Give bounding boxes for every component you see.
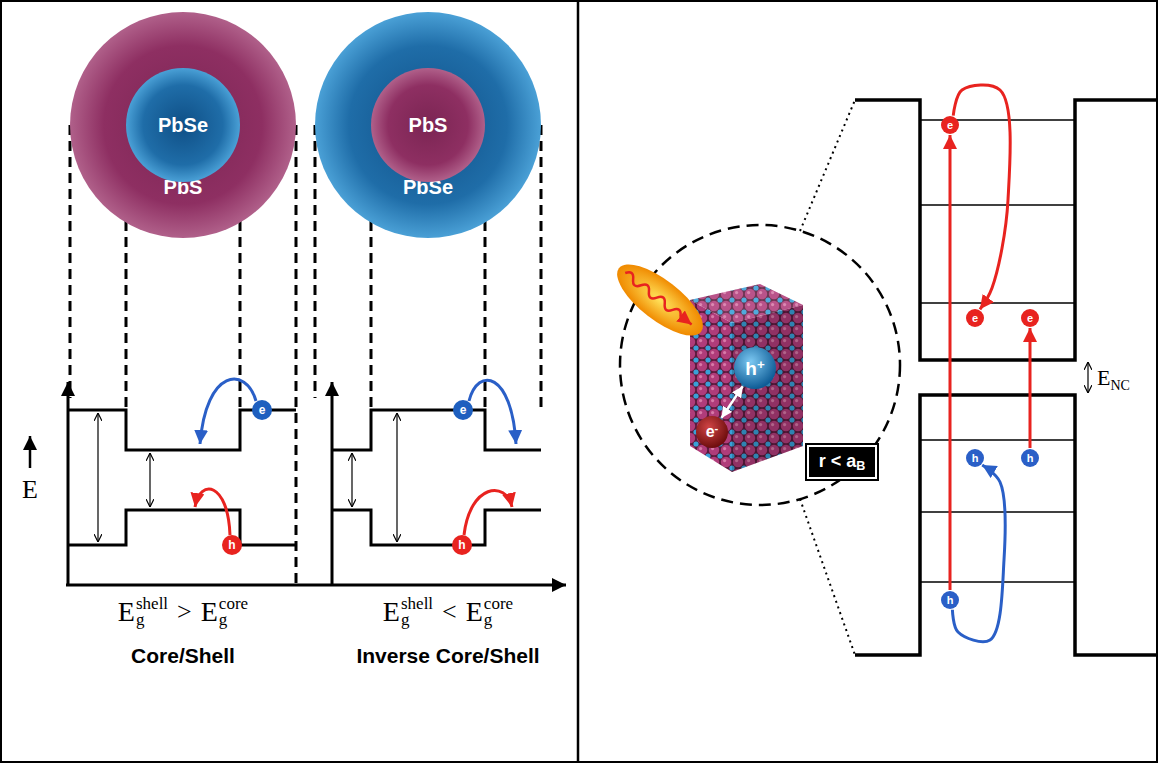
node-label: h xyxy=(222,538,242,552)
node-label: e xyxy=(252,403,272,417)
superscript: shell xyxy=(136,596,168,612)
script-stack: coreg xyxy=(484,596,513,628)
carrier-symbol: h xyxy=(972,452,979,464)
superscript: shell xyxy=(401,596,433,612)
node-label: e- xyxy=(696,422,728,441)
caption-label: Core/Shell xyxy=(131,644,235,667)
operator: > xyxy=(177,597,192,627)
node-label: e xyxy=(453,403,473,417)
text-group: Inverse Core/Shell xyxy=(356,644,539,668)
symbol: E xyxy=(201,596,218,628)
hole-dot: h xyxy=(222,535,242,555)
node-label: e xyxy=(941,119,959,131)
equation: Eshellg>Ecoreg xyxy=(118,596,248,628)
carrier-symbol: e xyxy=(1027,312,1033,324)
node-label: h xyxy=(452,538,472,552)
script-stack: shellg xyxy=(401,596,433,628)
superscript: core xyxy=(219,596,248,612)
carrier-symbol: h xyxy=(228,538,235,552)
node-label: h xyxy=(941,594,959,606)
bohr-radius-box: r < aB xyxy=(807,445,878,480)
subscript: g xyxy=(219,612,228,628)
equation: Eshellg<Ecoreg xyxy=(383,596,513,628)
hole-dot: h xyxy=(452,535,472,555)
carrier-symbol: h xyxy=(1027,452,1034,464)
carrier-symbol: h xyxy=(745,357,757,378)
node-label: e xyxy=(1021,312,1039,324)
electron-ball: e- xyxy=(696,416,728,448)
operator: < xyxy=(442,597,457,627)
electron-dot: e xyxy=(1021,309,1039,327)
carrier-symbol: h xyxy=(458,538,465,552)
charge-sign: + xyxy=(757,357,765,372)
node-label: h xyxy=(966,452,984,464)
symbol: E xyxy=(118,596,135,628)
radius-relation: r < a xyxy=(819,451,857,471)
transition-arrow xyxy=(1029,328,1032,448)
carrier-symbol: e xyxy=(972,312,978,324)
text-group: Core/Shell xyxy=(131,644,235,668)
node-label: r < aB xyxy=(807,445,878,480)
subscript: NC xyxy=(1110,377,1129,392)
electron-dot: e xyxy=(252,400,272,420)
subscript: B xyxy=(856,459,865,473)
shell-sphere: PbSPbSe xyxy=(70,12,296,238)
hole-dot: h xyxy=(1021,449,1039,467)
carrier-symbol: PbSe xyxy=(158,114,208,136)
carrier-symbol: e xyxy=(259,403,266,417)
node-label: PbSe xyxy=(126,114,240,137)
axis-label: E xyxy=(22,475,38,504)
subscript: g xyxy=(484,612,493,628)
transition-arrow xyxy=(949,135,952,590)
electron-dot: e xyxy=(966,309,984,327)
node-label: e xyxy=(966,312,984,324)
carrier-symbol: e xyxy=(947,119,953,131)
carrier-symbol: PbS xyxy=(409,114,448,136)
carrier-symbol: h xyxy=(947,594,954,606)
node-label: h+ xyxy=(734,357,776,380)
hole-dot: h xyxy=(941,591,959,609)
transition-arrow xyxy=(953,85,1010,309)
electron-dot: e xyxy=(453,400,473,420)
script-stack: shellg xyxy=(136,596,168,628)
script-stack: coreg xyxy=(219,596,248,628)
transition-arrow xyxy=(952,465,1005,642)
text-group: E xyxy=(22,475,38,505)
text-group: ENC xyxy=(1097,365,1130,394)
hole-dot: h xyxy=(966,449,984,467)
electron-dot: e xyxy=(941,116,959,134)
node-label: PbS xyxy=(371,114,485,137)
hole-ball: h+ xyxy=(734,347,776,389)
charge-sign: - xyxy=(715,422,719,434)
symbol: E xyxy=(466,596,483,628)
subscript: g xyxy=(401,612,410,628)
carrier-symbol: e xyxy=(706,424,715,441)
core-sphere: PbS xyxy=(371,68,485,182)
superscript: core xyxy=(484,596,513,612)
carrier-symbol: e xyxy=(460,403,467,417)
symbol: E xyxy=(383,596,400,628)
transition-arrow xyxy=(721,386,742,418)
caption-label: Inverse Core/Shell xyxy=(356,644,539,667)
subscript: g xyxy=(136,612,145,628)
shell-sphere: PbSePbS xyxy=(315,12,541,238)
node-label: h xyxy=(1021,452,1039,464)
symbol: E xyxy=(1097,365,1110,390)
core-sphere: PbSe xyxy=(126,68,240,182)
